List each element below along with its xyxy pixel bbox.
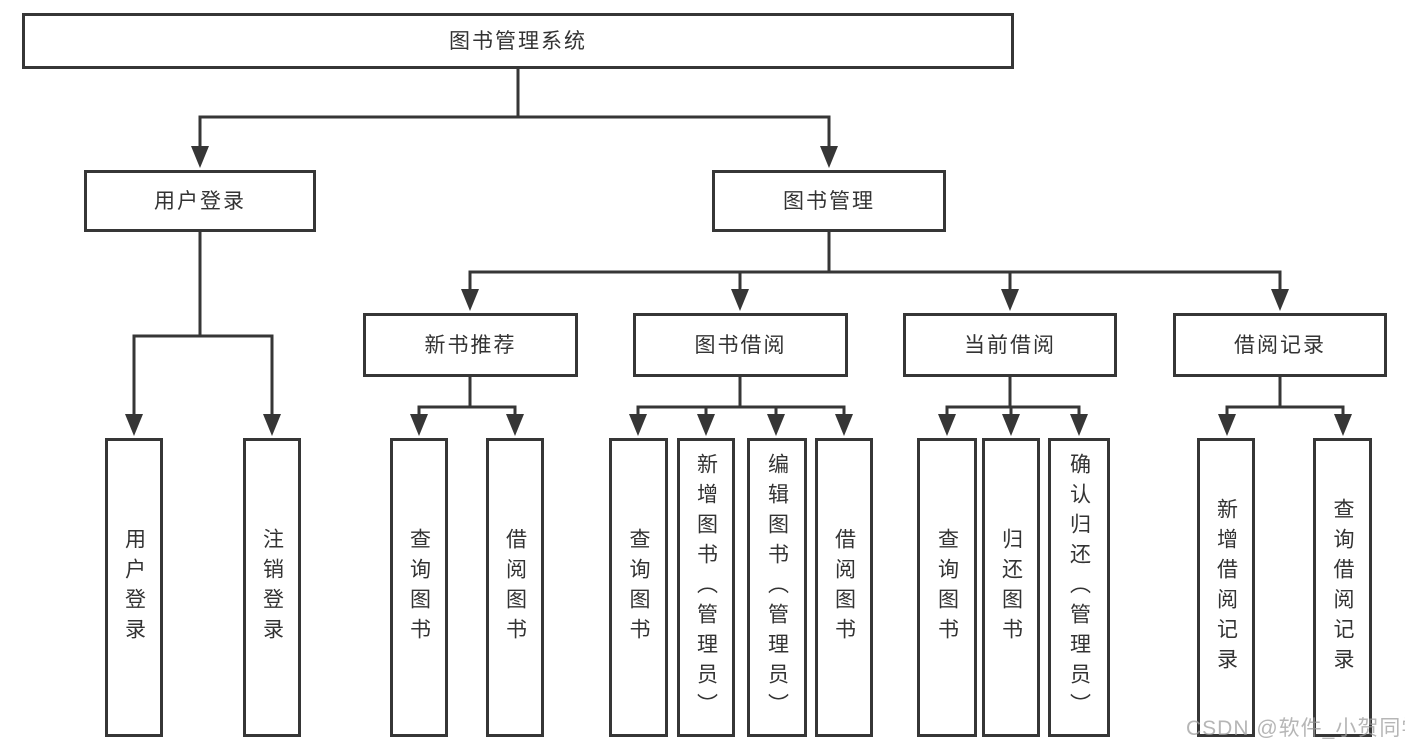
- node-leaf-borrowing-borrow-books: 借阅图书: [815, 438, 873, 737]
- node-label: 确认归还（管理员）: [1067, 452, 1091, 723]
- node-book-management: 图书管理: [712, 170, 946, 232]
- node-label: 图书借阅: [694, 333, 787, 357]
- node-borrowing-records: 借阅记录: [1173, 313, 1387, 377]
- node-leaf-current-query-books: 查询图书: [917, 438, 977, 737]
- node-leaf-edit-books-admin: 编辑图书（管理员）: [747, 438, 807, 737]
- node-root-library-system: 图书管理系统: [22, 13, 1014, 69]
- node-label: 查询图书: [407, 527, 431, 648]
- node-label: 新增图书（管理员）: [694, 452, 718, 723]
- node-label: 查询图书: [935, 527, 959, 648]
- node-label: 新增借阅记录: [1214, 497, 1238, 678]
- node-label: 借阅图书: [832, 527, 856, 648]
- node-leaf-add-books-admin: 新增图书（管理员）: [677, 438, 735, 737]
- node-label: 图书管理: [783, 189, 875, 213]
- node-label: 图书管理系统: [449, 29, 587, 53]
- node-new-book-recommend: 新书推荐: [363, 313, 578, 377]
- node-label: 用户登录: [154, 189, 246, 213]
- node-label: 当前借阅: [964, 333, 1056, 357]
- node-current-borrowing: 当前借阅: [903, 313, 1117, 377]
- node-leaf-user-login: 用户登录: [105, 438, 163, 737]
- node-label: 用户登录: [122, 527, 146, 648]
- node-leaf-return-books: 归还图书: [982, 438, 1040, 737]
- node-leaf-confirm-return-admin: 确认归还（管理员）: [1048, 438, 1110, 737]
- node-label: 归还图书: [999, 527, 1023, 648]
- node-leaf-add-borrow-record: 新增借阅记录: [1197, 438, 1255, 737]
- connector-arrowheads: [125, 146, 1352, 436]
- node-label: 查询图书: [627, 527, 650, 648]
- node-label: 新书推荐: [424, 333, 517, 357]
- node-leaf-query-borrow-record: 查询借阅记录: [1313, 438, 1372, 737]
- node-leaf-recommend-borrow-books: 借阅图书: [486, 438, 544, 737]
- node-label: 借阅记录: [1234, 333, 1326, 357]
- node-leaf-logout: 注销登录: [243, 438, 301, 737]
- node-book-borrowing: 图书借阅: [633, 313, 848, 377]
- node-leaf-recommend-query-books: 查询图书: [390, 438, 448, 737]
- node-label: 查询借阅记录: [1331, 497, 1354, 678]
- csdn-watermark: CSDN @软件_小贺同学: [1186, 717, 1405, 740]
- node-label: 编辑图书（管理员）: [765, 452, 789, 723]
- node-user-login: 用户登录: [84, 170, 316, 232]
- node-label: 借阅图书: [503, 527, 527, 648]
- node-label: 注销登录: [260, 527, 284, 648]
- node-leaf-borrowing-query-books: 查询图书: [609, 438, 668, 737]
